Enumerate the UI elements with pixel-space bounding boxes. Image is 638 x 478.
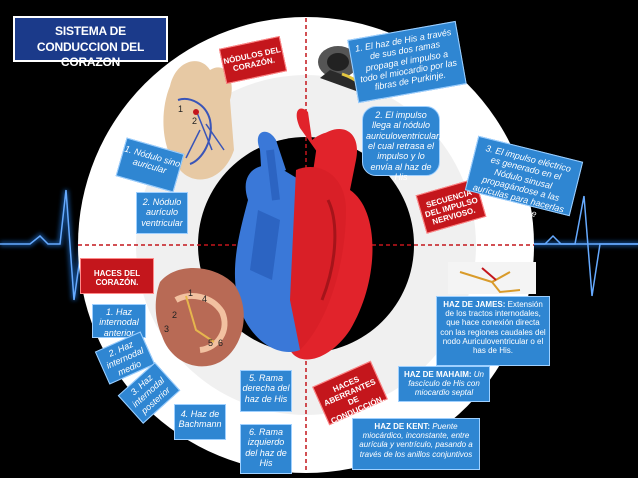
haz-bachmann: 4. Haz de Bachmann — [174, 404, 226, 440]
haz-de-james: HAZ DE JAMES: Extensión de los tractos i… — [436, 296, 550, 366]
haz-internodal-anterior: 1. Haz internodal anterior — [92, 304, 146, 338]
haz-de-kent: HAZ DE KENT: Puente miocárdico, inconsta… — [352, 418, 480, 470]
diagram-number-6b: 6 — [218, 338, 224, 348]
nodulo-auriculo-ventricular: 2. Nódulo aurículo ventricular — [136, 192, 188, 234]
page-title: SISTEMA DE CONDUCCION DEL CORAZON — [13, 16, 168, 69]
kent-text: Puente miocárdico, inconstante, entre au… — [359, 422, 473, 459]
heart-illustration — [234, 108, 373, 360]
diagram-number-2b: 2 — [172, 310, 178, 320]
diagram-number-4b: 4 — [202, 294, 208, 304]
conduction-path-diagram — [448, 262, 536, 294]
diagram-number-1b: 1 — [188, 288, 194, 298]
diagram-number-2a: 2 — [192, 116, 198, 126]
diagram-number-3b: 3 — [164, 324, 170, 334]
rama-izquierda-his: 6. Rama izquierdo del haz de His — [240, 424, 292, 474]
diagram-number-5b: 5 — [208, 338, 214, 348]
haz-de-mahaim: HAZ DE MAHAIM: Un fascículo de His con m… — [398, 366, 490, 402]
james-label: HAZ DE JAMES: — [443, 300, 506, 309]
heart-conduction-diagram — [163, 61, 234, 180]
rama-derecha-his: 5. Rama derecha del haz de His — [240, 370, 292, 412]
james-text: Extensión de los tractos internodales, q… — [440, 300, 546, 355]
label-haces: HACES DEL CORAZÓN. — [80, 258, 154, 294]
kent-label: HAZ DE KENT: — [374, 422, 430, 431]
secuencia-step-2: 2. El impulso llega al nódulo auriculove… — [362, 106, 441, 182]
heart-section-diagram — [155, 267, 244, 367]
mahaim-text: Un fascículo de His con miocardio septal — [408, 370, 484, 398]
mahaim-label: HAZ DE MAHAIM: — [403, 370, 472, 379]
diagram-number-1a: 1 — [178, 104, 184, 114]
